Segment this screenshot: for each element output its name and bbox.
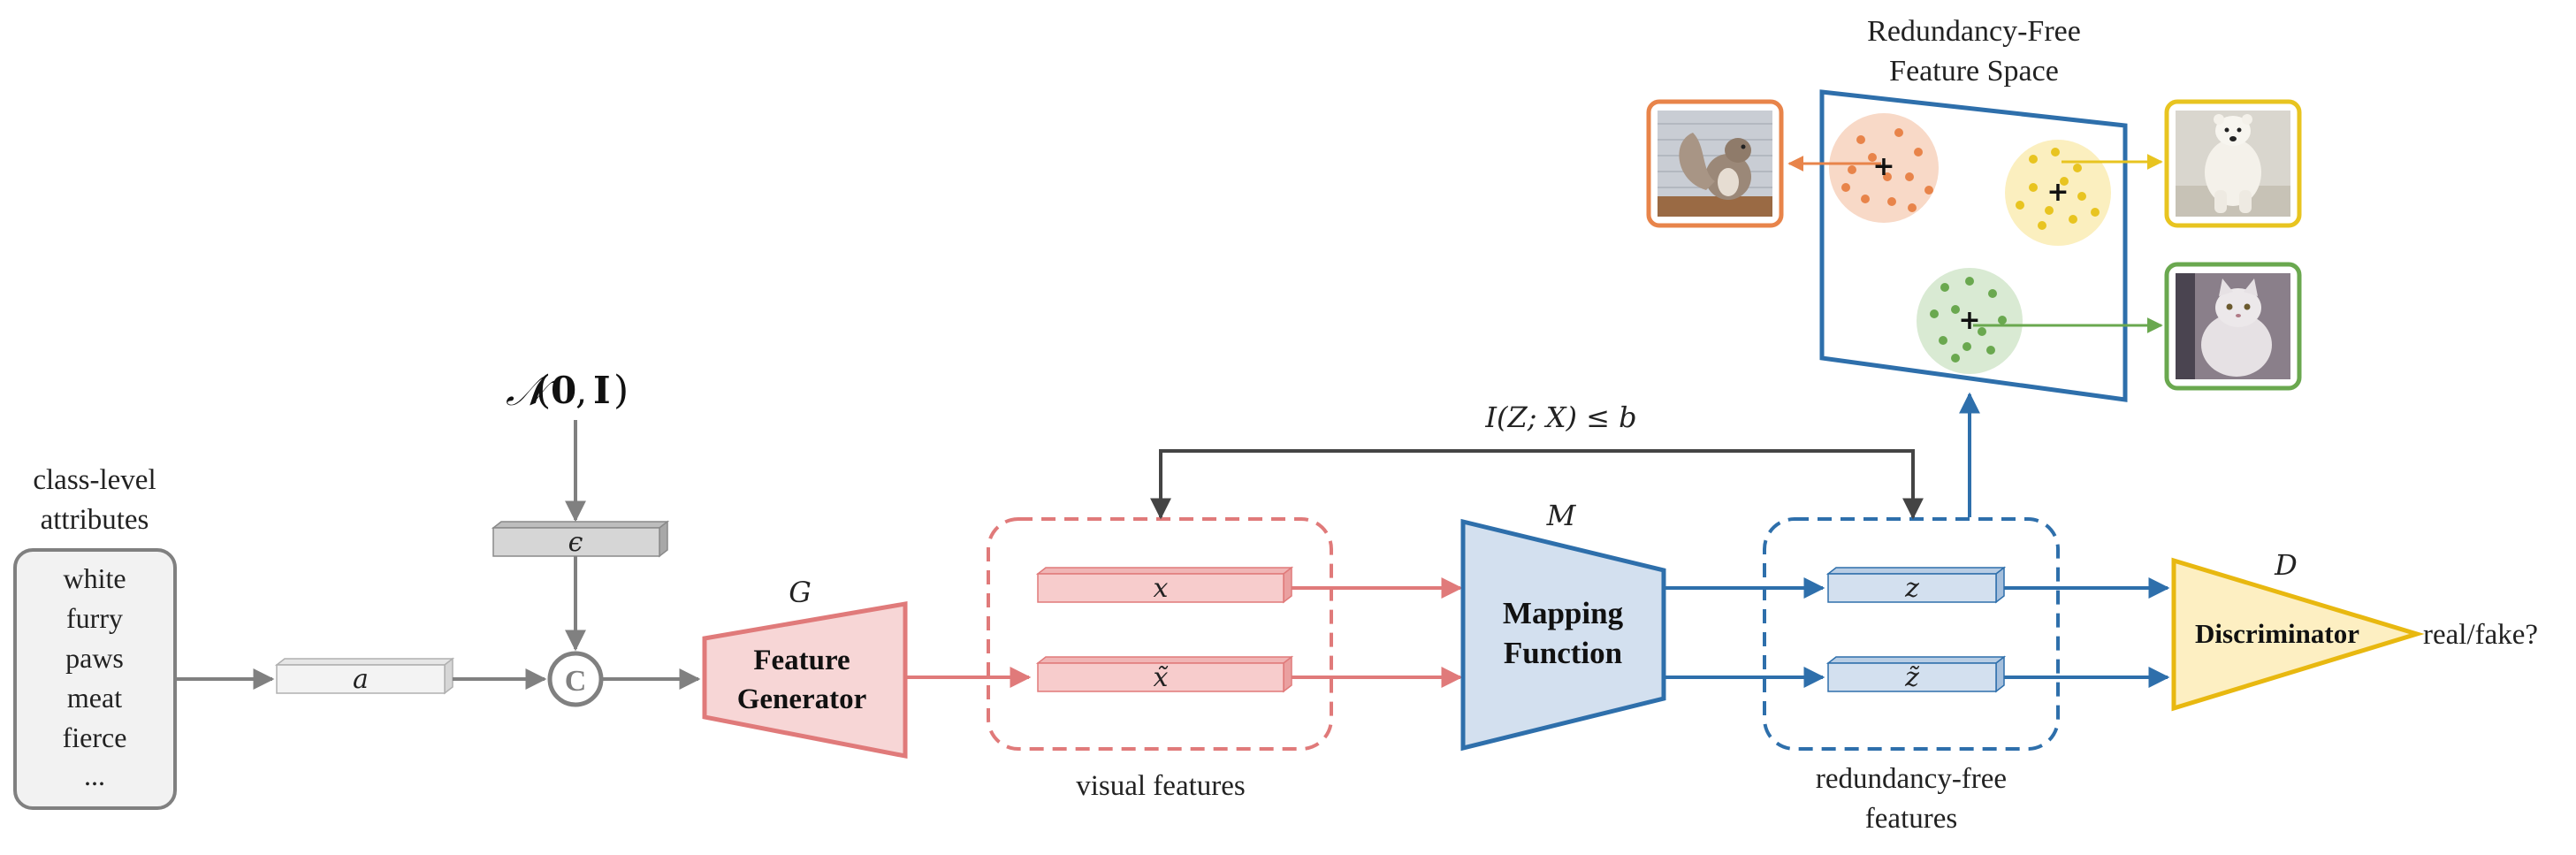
generator-symbol: G xyxy=(789,576,812,609)
noise-close: ) xyxy=(614,368,629,413)
visual-features-region xyxy=(987,517,1333,751)
squirrel-thumbnail xyxy=(1646,99,1784,228)
mapping-symbol: M xyxy=(1546,499,1577,532)
information-constraint-label: I(Z; X) ≤ b xyxy=(1484,401,1636,434)
redundancy-free-vector-z xyxy=(1825,566,2007,604)
vector-x-tilde-label: x̃ xyxy=(1154,662,1170,693)
green-class-cluster: + xyxy=(1917,268,2023,374)
synthesized-feature-vector-x-tilde xyxy=(1035,655,1294,693)
information-bottleneck-arrow xyxy=(1150,449,1924,520)
svg-text:+: + xyxy=(2046,177,2069,208)
noise-identity: I xyxy=(593,369,611,412)
redundancy-free-features-region xyxy=(1763,517,2060,751)
yellow-class-cluster: + xyxy=(2005,140,2111,246)
orange-class-cluster: + xyxy=(1829,113,1939,223)
attribute-item: white xyxy=(63,562,126,594)
discriminator-label: Discriminator xyxy=(2195,618,2359,649)
vector-a-label: a xyxy=(353,664,369,695)
polar-bear-thumbnail xyxy=(2164,99,2302,228)
redundancy-free-caption-line2: features xyxy=(1865,803,1957,835)
concat-symbol: C xyxy=(565,665,587,698)
discriminator-symbol: D xyxy=(2274,548,2298,582)
noise-vector-epsilon xyxy=(491,520,670,558)
attribute-vector-a xyxy=(274,657,455,695)
noise-distribution-label: 𝒩 ( 0 , I ) xyxy=(506,367,629,415)
vector-z-label: z xyxy=(1904,573,1919,604)
visual-feature-vector-x xyxy=(1035,566,1294,604)
vector-epsilon-label: ϵ xyxy=(568,527,583,558)
discriminator-block xyxy=(2171,557,2425,712)
mapping-function-block xyxy=(1460,518,1666,752)
noise-open: ( xyxy=(536,368,551,413)
attribute-item: meat xyxy=(67,682,122,714)
attribute-item: paws xyxy=(65,642,124,674)
feature-generator-block xyxy=(702,601,908,760)
generator-label-line1: Feature xyxy=(753,645,850,676)
redundancy-free-vector-z-tilde xyxy=(1825,655,2007,693)
vector-x-label: x xyxy=(1154,573,1169,604)
vector-z-tilde-label: z̃ xyxy=(1904,662,1920,693)
attributes-heading-line2: attributes xyxy=(41,504,149,536)
discriminator-output: real/fake? xyxy=(2423,619,2538,651)
redundancy-free-caption-line1: redundancy-free xyxy=(1816,763,2007,795)
persian-cat-thumbnail xyxy=(2164,262,2302,391)
attribute-item: fierce xyxy=(63,721,127,753)
svg-text:+: + xyxy=(1872,151,1894,182)
feature-space-title-line1: Redundancy-Free xyxy=(1867,15,2081,48)
feature-space-title-line2: Feature Space xyxy=(1889,55,2059,88)
attributes-heading-line1: class-level xyxy=(33,464,156,496)
noise-comma: , xyxy=(575,369,587,412)
mapping-label-line1: Mapping xyxy=(1503,596,1624,630)
visual-features-caption: visual features xyxy=(1076,770,1246,802)
attribute-item: ... xyxy=(84,760,105,791)
attribute-item: furry xyxy=(66,602,123,634)
svg-text:+: + xyxy=(1958,305,1980,336)
noise-zero: 0 xyxy=(551,369,576,412)
mapping-label-line2: Function xyxy=(1504,636,1622,670)
generator-label-line2: Generator xyxy=(737,683,867,715)
